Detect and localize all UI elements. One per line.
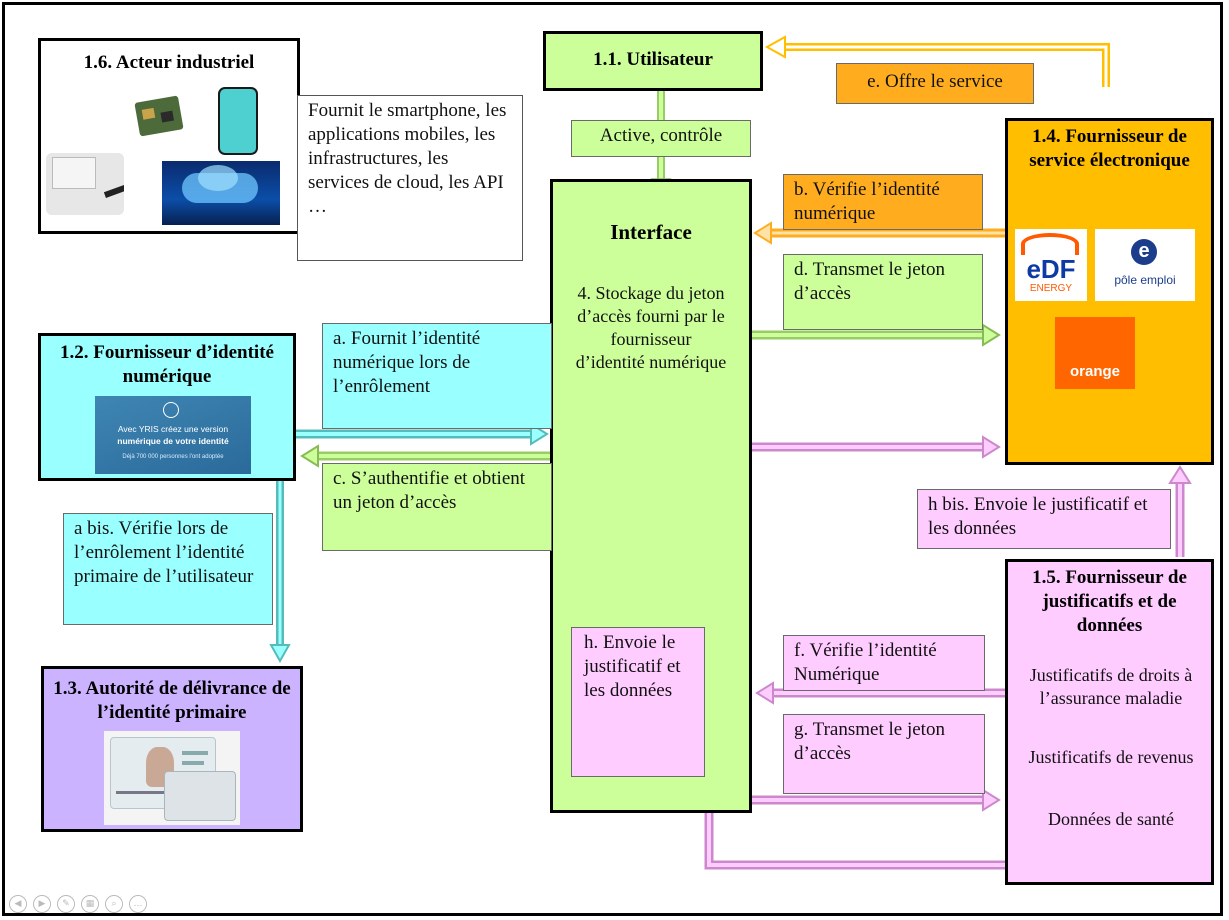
orange-logo-text: orange (1069, 363, 1120, 380)
label-f: f. Vérifie l’identité Numérique (783, 635, 985, 691)
card-reader-icon (46, 153, 124, 215)
acteur-industriel-description: Fournit le smartphone, les applications … (297, 95, 523, 261)
label-b: b. Vérifie l’identité numérique (783, 174, 983, 230)
label-h: h. Envoie le justificatif et les données (571, 627, 705, 777)
label-g: g. Transmet le jeton d’accès (783, 714, 985, 794)
label-e: e. Offre le service (836, 63, 1034, 104)
arrow-e (764, 35, 1110, 87)
interface-title: Interface (610, 220, 692, 244)
smartphone-icon (218, 87, 258, 155)
fournisseur-justificatifs-title: 1.5. Fournisseur de justificatifs et de … (1032, 567, 1187, 636)
zoom-icon[interactable]: ⌕ (105, 895, 123, 913)
yris-banner: Avec YRIS créez une version numérique de… (95, 396, 251, 474)
fournisseur-identite-title: 1.2. Fournisseur d’identité numérique (60, 342, 274, 387)
autorite-title: 1.3. Autorité de délivrance de l’identit… (53, 678, 291, 723)
justificatif-item: Justificatifs de revenus (1028, 747, 1194, 767)
utilisateur-box: 1.1. Utilisateur (543, 31, 763, 91)
justificatif-item: Justificatifs de droits à l’assurance ma… (1029, 665, 1193, 708)
pen-icon[interactable]: ✎ (57, 895, 75, 913)
fournisseur-justificatifs-box: 1.5. Fournisseur de justificatifs et de … (1005, 559, 1214, 885)
pole-emploi-text: pôle emploi (1114, 273, 1176, 287)
label-d: d. Transmet le jeton d’accès (783, 254, 983, 330)
interface-storage: 4. Stockage du jeton d’accès fourni par … (575, 283, 727, 372)
arrow-c (300, 444, 557, 468)
justificatif-item: Données de santé (1048, 809, 1174, 829)
arrow-b (753, 221, 1005, 245)
label-c: c. S’authentifie et obtient un jeton d’a… (322, 463, 552, 551)
yris-banner-line1: Avec YRIS créez une version (117, 424, 229, 434)
fournisseur-identite-box: 1.2. Fournisseur d’identité numérique Av… (38, 333, 296, 481)
yris-banner-line2: numérique de votre identité (117, 436, 229, 446)
fournisseur-service-box: 1.4. Fournisseur de service électronique… (1005, 118, 1214, 465)
yris-banner-line3: Déjà 700 000 personnes l'ont adoptée (122, 454, 224, 460)
arrow-f (755, 681, 1005, 705)
utilisateur-title: 1.1. Utilisateur (593, 49, 713, 70)
arrows-layer (269, 35, 1192, 870)
arrow-a (293, 422, 549, 446)
arrow-h-bis (1168, 465, 1192, 557)
next-icon[interactable]: ▶ (33, 895, 51, 913)
pole-emploi-logo: e pôle emploi (1095, 229, 1195, 301)
label-a-bis: a bis. Vérifie lors de l’enrôlement l’id… (63, 513, 273, 625)
cloud-icon (162, 161, 280, 225)
id-card-image (104, 731, 240, 825)
edf-logo-sub: ENERGY (1029, 283, 1073, 294)
orange-logo: orange (1055, 317, 1135, 389)
slides-icon[interactable]: ▦ (81, 895, 99, 913)
presentation-toolbar: ◀ ▶ ✎ ▦ ⌕ … (9, 895, 147, 913)
yris-logo-icon (163, 402, 179, 418)
more-icon[interactable]: … (129, 895, 147, 913)
edf-logo-text: eDF (1026, 254, 1076, 284)
acteur-industriel-box: 1.6. Acteur industriel (38, 38, 300, 234)
arrow-g (747, 788, 1001, 812)
pole-emploi-mark: e (1131, 239, 1157, 265)
prev-icon[interactable]: ◀ (9, 895, 27, 913)
acteur-industriel-title: 1.6. Acteur industriel (83, 52, 255, 73)
fournisseur-service-title: 1.4. Fournisseur de service électronique (1029, 126, 1190, 171)
label-h-bis: h bis. Envoie le justificatif et les don… (917, 489, 1171, 549)
autorite-box: 1.3. Autorité de délivrance de l’identit… (41, 666, 303, 832)
label-active: Active, contrôle (571, 120, 751, 157)
chip-icon (134, 95, 184, 137)
arrow-a-bis (269, 481, 291, 664)
edf-logo: eDF ENERGY (1015, 229, 1087, 301)
label-a: a. Fournit l’identité numérique lors de … (322, 323, 552, 429)
arrow-d (747, 323, 1001, 347)
